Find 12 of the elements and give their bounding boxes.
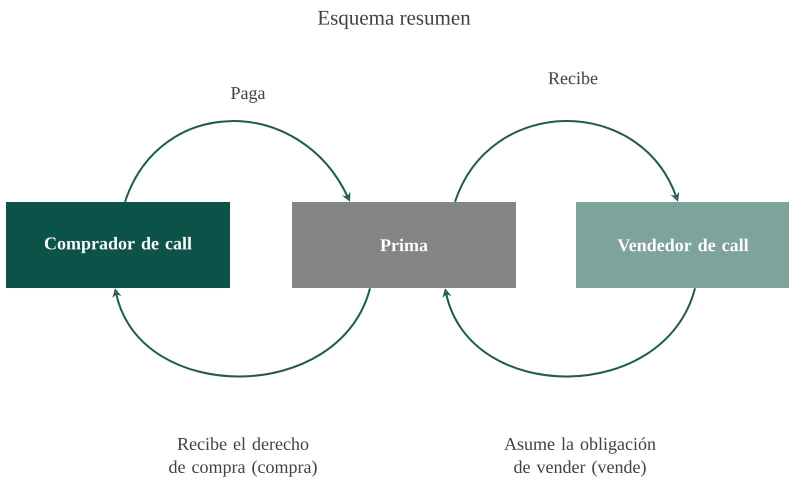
title: Esquema resumen [318,10,470,30]
arrow [454,120,680,202]
process-box: Prima [292,202,516,288]
arrow [124,120,350,202]
arrow [442,288,696,378]
process-box: Vendedor de call [576,202,789,288]
edge-label: Recibe el derecho de compra (compra) [169,437,317,477]
edge-label: Recibe [548,72,598,84]
edge-label: Asume la obligación de vender (vende) [504,437,656,477]
edge-label: Paga [231,87,266,103]
arrow [112,288,371,378]
process-box: Comprador de call [6,202,230,288]
